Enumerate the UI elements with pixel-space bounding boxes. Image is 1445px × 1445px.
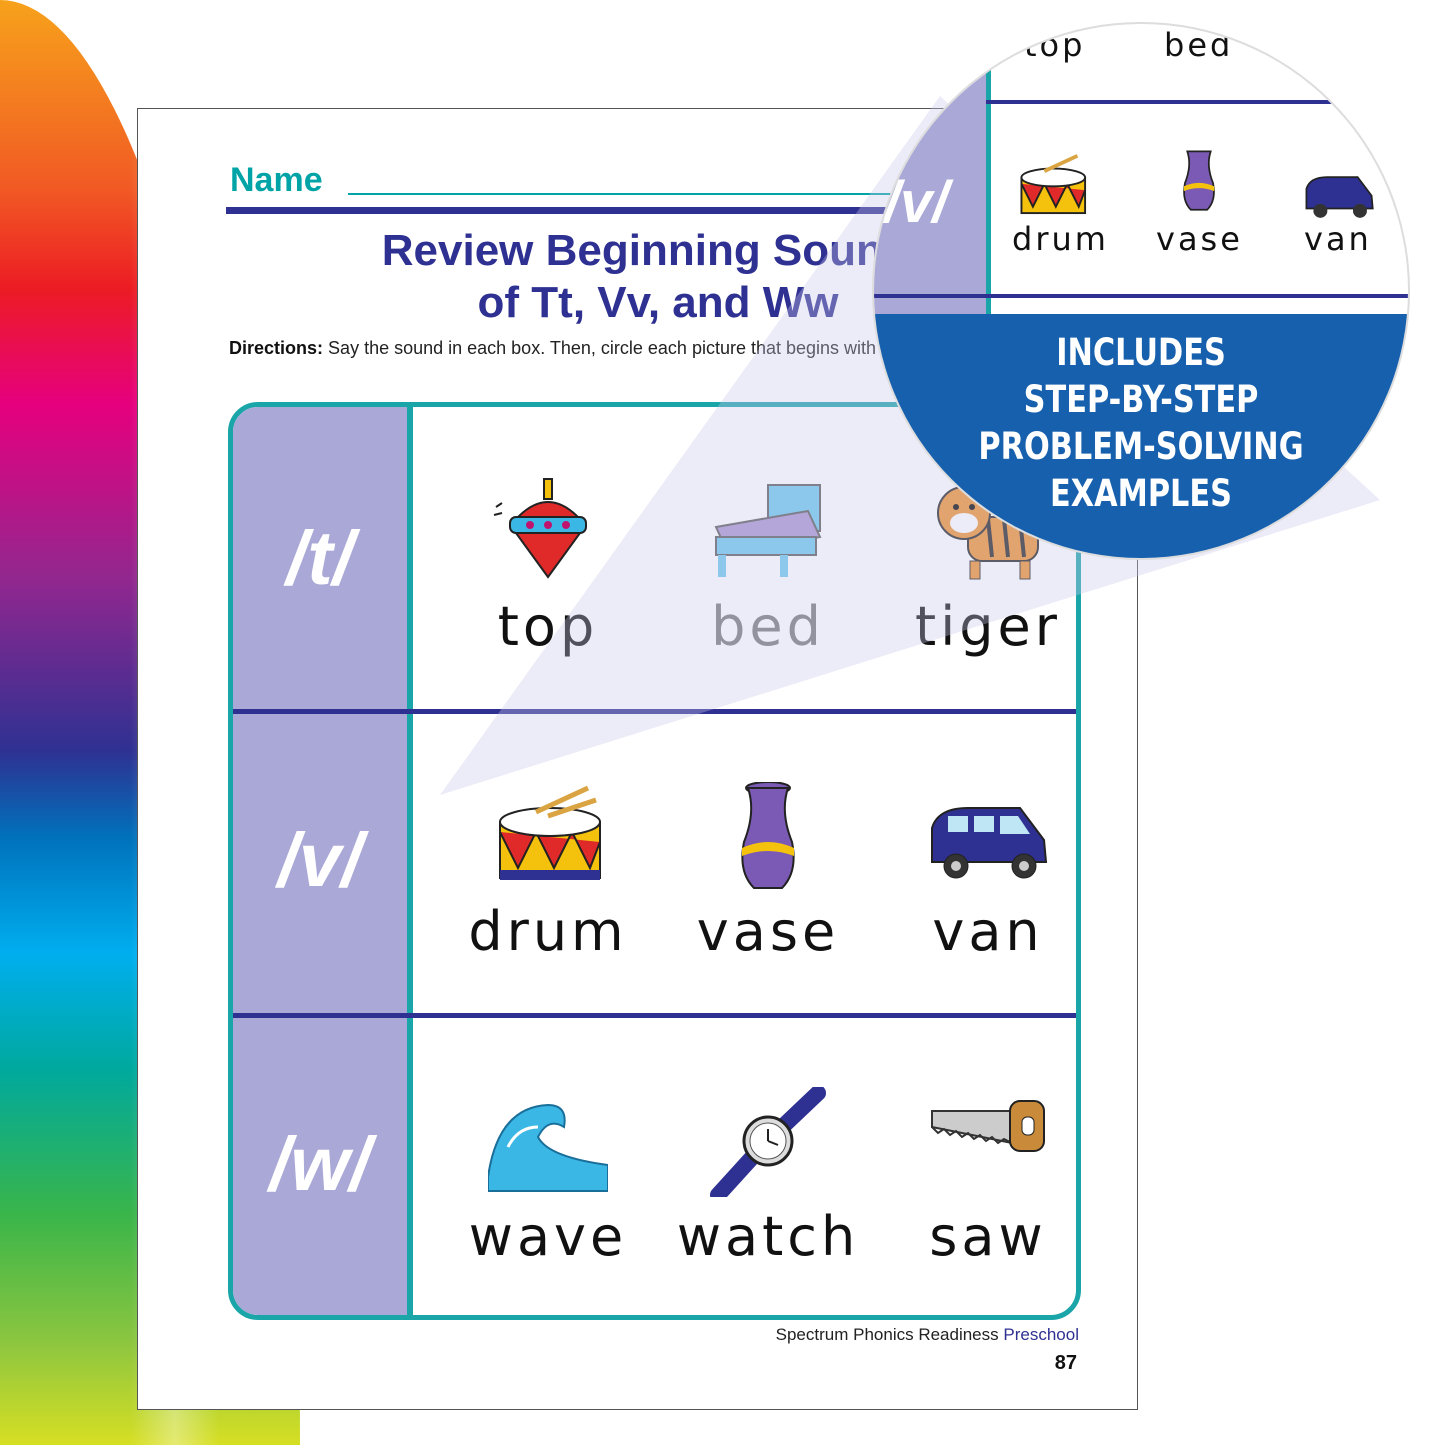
directions-text: Say the sound in each box. Then, circle … bbox=[328, 338, 971, 358]
callout-line-3: PROBLEM-SOLVING bbox=[978, 425, 1304, 468]
word-bed: bed bbox=[711, 595, 825, 658]
spinning-top-icon bbox=[493, 478, 587, 579]
title-line-2: of Tt, Vv, and Ww bbox=[477, 278, 839, 327]
picture-cell-top[interactable]: top bbox=[438, 477, 638, 737]
van-icon bbox=[931, 807, 1048, 879]
word-watch: watch bbox=[676, 1205, 860, 1268]
drum-icon bbox=[499, 785, 601, 880]
sound-label-v: /v/ bbox=[277, 818, 363, 903]
picture-cell-bed[interactable]: bed bbox=[658, 477, 858, 737]
row-divider bbox=[233, 1013, 1076, 1018]
word-saw: saw bbox=[929, 1205, 1047, 1268]
name-row: Name bbox=[230, 161, 930, 213]
callout-text: INCLUDES STEP-BY-STEP PROBLEM-SOLVING EX… bbox=[922, 329, 1360, 517]
row-divider bbox=[233, 709, 1076, 714]
sound-label-t: /t/ bbox=[286, 516, 354, 601]
header-rule bbox=[226, 207, 976, 214]
callout-band bbox=[874, 314, 1408, 558]
sound-label-column bbox=[233, 407, 413, 1315]
saw-icon bbox=[931, 1100, 1045, 1152]
picture-cell-drum[interactable]: drum bbox=[438, 782, 638, 1042]
word-van: van bbox=[932, 900, 1044, 963]
zoom-sound-column bbox=[874, 24, 991, 314]
zoom-sound-label: /v/ bbox=[884, 170, 949, 235]
picture-cell-watch[interactable]: watch bbox=[658, 1087, 858, 1315]
zoom-row-divider bbox=[986, 100, 1408, 104]
sound-label-w: /w/ bbox=[269, 1122, 371, 1207]
zoom-word-van: van bbox=[1304, 220, 1372, 258]
callout-line-2: STEP-BY-STEP bbox=[1023, 378, 1259, 421]
magnified-detail-circle: /v/ top bed drum vase van INCLUDES STEP-… bbox=[874, 24, 1408, 558]
word-wave: wave bbox=[468, 1205, 628, 1268]
picture-cell-vase[interactable]: vase bbox=[658, 782, 858, 1042]
picture-cell-wave[interactable]: wave bbox=[438, 1087, 638, 1315]
zoom-word-bed: bed bbox=[1164, 26, 1234, 64]
directions-label: Directions: bbox=[229, 338, 324, 358]
footer-series: Spectrum Phonics Readiness bbox=[775, 1325, 999, 1344]
zoom-word-drum: drum bbox=[1012, 220, 1109, 258]
callout-line-1: INCLUDES bbox=[1056, 331, 1226, 374]
zoom-van-icon bbox=[1305, 176, 1374, 218]
page-title: Review Beginning Sounds of Tt, Vv, and W… bbox=[268, 225, 1048, 329]
directions: Directions: Say the sound in each box. T… bbox=[229, 336, 1129, 361]
sound-table: /t/ top bed bbox=[228, 402, 1081, 1320]
page-number: 87 bbox=[1054, 1352, 1077, 1374]
picture-cell-saw[interactable]: saw bbox=[878, 1087, 1076, 1315]
word-drum: drum bbox=[468, 900, 628, 963]
name-write-line[interactable] bbox=[348, 193, 928, 195]
name-label: Name bbox=[230, 161, 323, 199]
zoom-row-divider bbox=[874, 294, 1408, 298]
zoom-word-top: top bbox=[1024, 26, 1086, 64]
footer-level: Preschool bbox=[1003, 1325, 1079, 1344]
worksheet-page: Name Review Beginning Sounds of Tt, Vv, … bbox=[137, 108, 1138, 1410]
zoom-vase-icon bbox=[1183, 150, 1215, 211]
callout-line-4: EXAMPLES bbox=[1050, 472, 1232, 515]
zoom-drum-icon bbox=[1020, 154, 1087, 215]
wave-icon bbox=[488, 1103, 608, 1192]
footer-book-title: Spectrum Phonics Readiness Preschool bbox=[776, 1325, 1079, 1345]
title-line-1: Review Beginning Sounds bbox=[381, 226, 935, 275]
vase-icon bbox=[741, 782, 795, 889]
word-top: top bbox=[497, 595, 599, 658]
watch-icon bbox=[710, 1087, 826, 1197]
picture-cell-van[interactable]: van bbox=[878, 782, 1076, 1042]
word-tiger: tiger bbox=[915, 595, 1061, 658]
bed-icon bbox=[714, 484, 822, 577]
zoom-word-vase: vase bbox=[1156, 220, 1243, 258]
word-vase: vase bbox=[696, 900, 840, 963]
